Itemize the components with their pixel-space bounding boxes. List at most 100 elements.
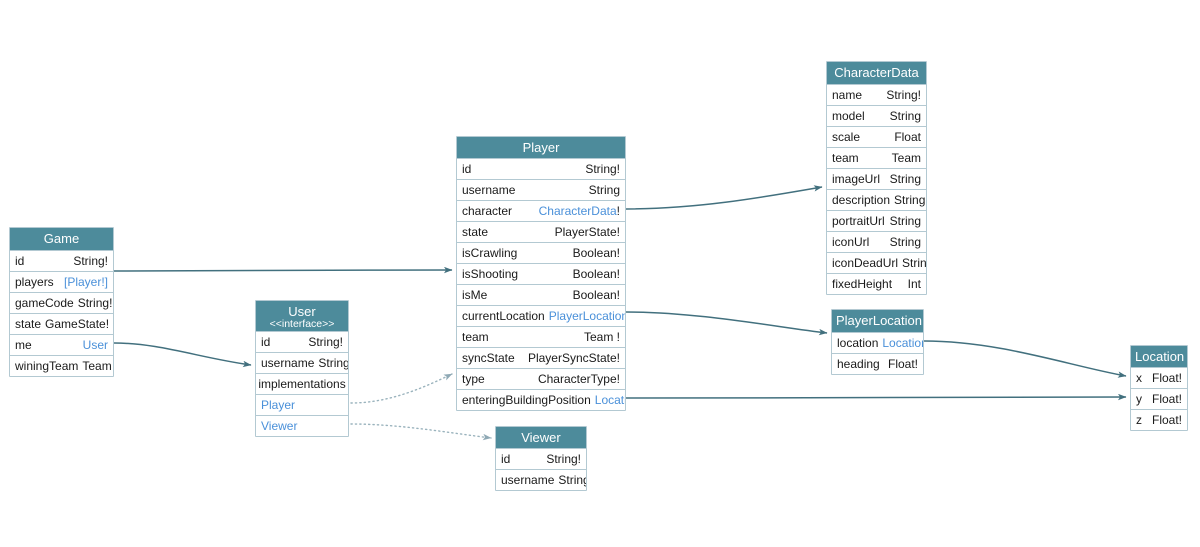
field-type: PlayerSyncState! [527, 351, 620, 365]
field-name: team [462, 330, 489, 344]
field-name: isMe [462, 288, 488, 302]
entity-title-text: User [288, 304, 316, 319]
field-type: Team [82, 359, 112, 373]
entity-characterData-title: CharacterData [827, 62, 926, 84]
entity-player-field-row[interactable]: isShooting Boolean! [457, 263, 625, 284]
edge-user-player-implements [350, 373, 453, 404]
field-name: state [15, 317, 42, 331]
field-type: PlayerState! [554, 225, 620, 239]
field-name: model [832, 109, 865, 123]
entity-location-title: Location [1131, 346, 1187, 367]
field-type: String [558, 473, 586, 487]
field-type: GameState! [45, 317, 110, 331]
entity-player-field-row[interactable]: state PlayerState! [457, 221, 625, 242]
entity-user-field-row[interactable]: implementations [256, 373, 348, 394]
entity-viewer-title: Viewer [496, 427, 586, 448]
field-type: Boolean! [572, 288, 620, 302]
entity-player-field-row[interactable]: type CharacterType! [457, 368, 625, 389]
entity-game-title: Game [10, 228, 113, 250]
field-type: CharacterData! [539, 204, 620, 218]
field-name: implementations [258, 377, 346, 391]
entity-characterData-field-row[interactable]: iconDeadUrlString [827, 252, 926, 273]
field-name: imageUrl [832, 172, 881, 186]
field-name: z [1136, 413, 1142, 427]
entity-title-text: Player [522, 140, 560, 155]
field-name: winingTeam [15, 359, 79, 373]
field-type: CharacterType! [537, 372, 620, 386]
field-name: username [462, 183, 516, 197]
field-type: Boolean! [572, 267, 620, 281]
field-name: iconDeadUrl [832, 256, 899, 270]
field-type: String! [886, 88, 921, 102]
field-type: Float! [1151, 392, 1182, 406]
entity-game-field-row[interactable]: players[Player!] [10, 271, 113, 292]
field-name: x [1136, 371, 1142, 385]
edge-player-currentlocation-to-playerlocation [625, 311, 828, 336]
field-name: scale [832, 130, 861, 144]
field-name: currentLocation [462, 309, 545, 323]
entity-user-field-row[interactable]: Viewer [256, 415, 348, 436]
entity-title-text: Location [1135, 349, 1185, 364]
field-name: portraitUrl [832, 214, 885, 228]
field-name: type [462, 372, 485, 386]
entity-title-text: PlayerLocation [836, 313, 922, 328]
entity-title-text: Game [43, 231, 80, 246]
entity-playerLocation-title: PlayerLocation [832, 310, 923, 332]
field-type: Float [894, 130, 921, 144]
entity-user-field-row[interactable]: Player [256, 394, 348, 415]
field-name: state [462, 225, 489, 239]
field-name: username [501, 473, 555, 487]
entity-player-title: Player [457, 137, 625, 158]
edge-user-viewer-implements [350, 423, 492, 441]
field-type: [Player!] [63, 275, 108, 289]
field-name: isShooting [462, 267, 519, 281]
entity-user-title: User<<interface>> [256, 301, 348, 331]
entity-title-text: CharacterData [834, 65, 919, 80]
entity-playerLocation-field-row[interactable]: locationLocation! [832, 332, 923, 353]
field-name: location [837, 336, 879, 350]
entity-characterData-field-row[interactable]: scale Float [827, 126, 926, 147]
field-name: id [15, 254, 25, 268]
entity-player-field-row[interactable]: enteringBuildingPositionLocation [457, 389, 625, 410]
field-name: isCrawling [462, 246, 518, 260]
entity-stereotype-text: <<interface>> [269, 317, 335, 330]
field-name: Viewer [261, 419, 298, 433]
field-type-text: PlayerLocation [548, 309, 625, 323]
entity-player-field-row[interactable]: isMe Boolean! [457, 284, 625, 305]
entity-playerLocation[interactable]: PlayerLocation locationLocation!headingFl… [831, 309, 924, 375]
